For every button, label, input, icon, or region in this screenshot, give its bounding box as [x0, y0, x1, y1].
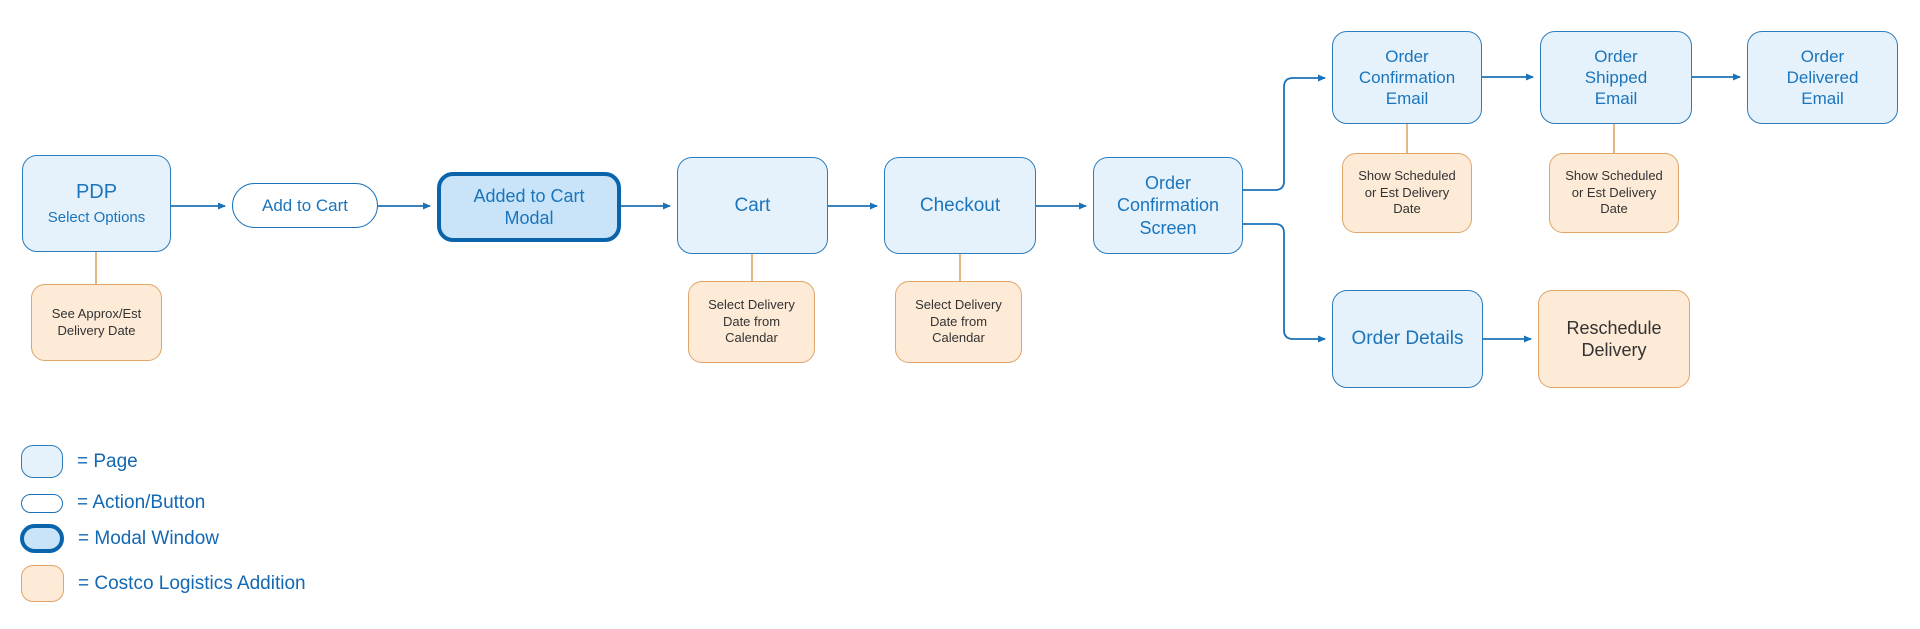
node-added-to-cart-modal: Added to Cart Modal	[437, 172, 621, 242]
legend-modal-label: = Modal Window	[78, 527, 219, 549]
annotation-cart-note: Select Delivery Date from Calendar	[688, 281, 815, 363]
annotation-cart-note-text: Select Delivery Date from Calendar	[708, 297, 795, 346]
legend-modal-swatch-icon	[20, 524, 64, 553]
node-pdp: PDP Select Options	[22, 155, 171, 252]
annotation-confirmation-email-note-text: Show Scheduled or Est Delivery Date	[1358, 168, 1456, 217]
node-cart: Cart	[677, 157, 828, 254]
annotation-pdp-note-text: See Approx/Est Delivery Date	[51, 305, 142, 338]
annotation-checkout-note-text: Select Delivery Date from Calendar	[915, 297, 1002, 346]
node-reschedule-delivery: Reschedule Delivery	[1538, 290, 1690, 388]
legend-action-label: = Action/Button	[77, 492, 206, 513]
legend-action-swatch-icon	[21, 493, 63, 513]
legend-costco-label: = Costco Logistics Addition	[78, 572, 306, 594]
node-cart-label: Cart	[734, 194, 771, 216]
annotation-pdp-note: See Approx/Est Delivery Date	[31, 284, 162, 361]
legend-item-modal-window: = Modal Window	[20, 524, 219, 553]
node-order-delivered-email: Order Delivered Email	[1747, 31, 1898, 124]
node-add-to-cart-label: Add to Cart	[262, 195, 348, 215]
node-order-shipped-email-label: Order Shipped Email	[1584, 46, 1648, 109]
annotation-shipped-email-note-text: Show Scheduled or Est Delivery Date	[1565, 168, 1663, 217]
annotation-checkout-note: Select Delivery Date from Calendar	[895, 281, 1022, 363]
legend-item-action-button: = Action/Button	[21, 492, 205, 514]
legend-costco-swatch-icon	[21, 565, 64, 602]
branch-ocs-to-order-details	[1243, 223, 1326, 343]
node-order-delivered-email-label: Order Delivered Email	[1786, 46, 1859, 109]
node-order-confirmation-screen-label: Order Confirmation Screen	[1116, 172, 1220, 238]
legend-item-page: = Page	[21, 445, 138, 478]
node-add-to-cart: Add to Cart	[232, 183, 378, 228]
legend-page-label: = Page	[77, 450, 138, 472]
annotation-shipped-email-note: Show Scheduled or Est Delivery Date	[1549, 153, 1679, 233]
node-order-details: Order Details	[1332, 290, 1483, 388]
node-pdp-title: PDP	[75, 180, 118, 203]
node-order-confirmation-screen: Order Confirmation Screen	[1093, 157, 1243, 254]
node-order-details-label: Order Details	[1351, 328, 1464, 350]
legend-page-swatch-icon	[21, 445, 63, 478]
node-order-shipped-email: Order Shipped Email	[1540, 31, 1692, 124]
legend-item-costco-addition: = Costco Logistics Addition	[21, 565, 306, 602]
annotation-confirmation-email-note: Show Scheduled or Est Delivery Date	[1342, 153, 1472, 233]
node-checkout-label: Checkout	[919, 194, 1001, 216]
branch-ocs-to-confirmation-email	[1243, 74, 1326, 191]
node-pdp-subtitle: Select Options	[47, 208, 146, 226]
node-order-confirmation-email-label: Order Confirmation Email	[1358, 46, 1456, 109]
node-order-confirmation-email: Order Confirmation Email	[1332, 31, 1482, 124]
node-reschedule-delivery-label: Reschedule Delivery	[1566, 317, 1662, 361]
node-added-to-cart-modal-label: Added to Cart Modal	[473, 185, 585, 229]
node-checkout: Checkout	[884, 157, 1036, 254]
